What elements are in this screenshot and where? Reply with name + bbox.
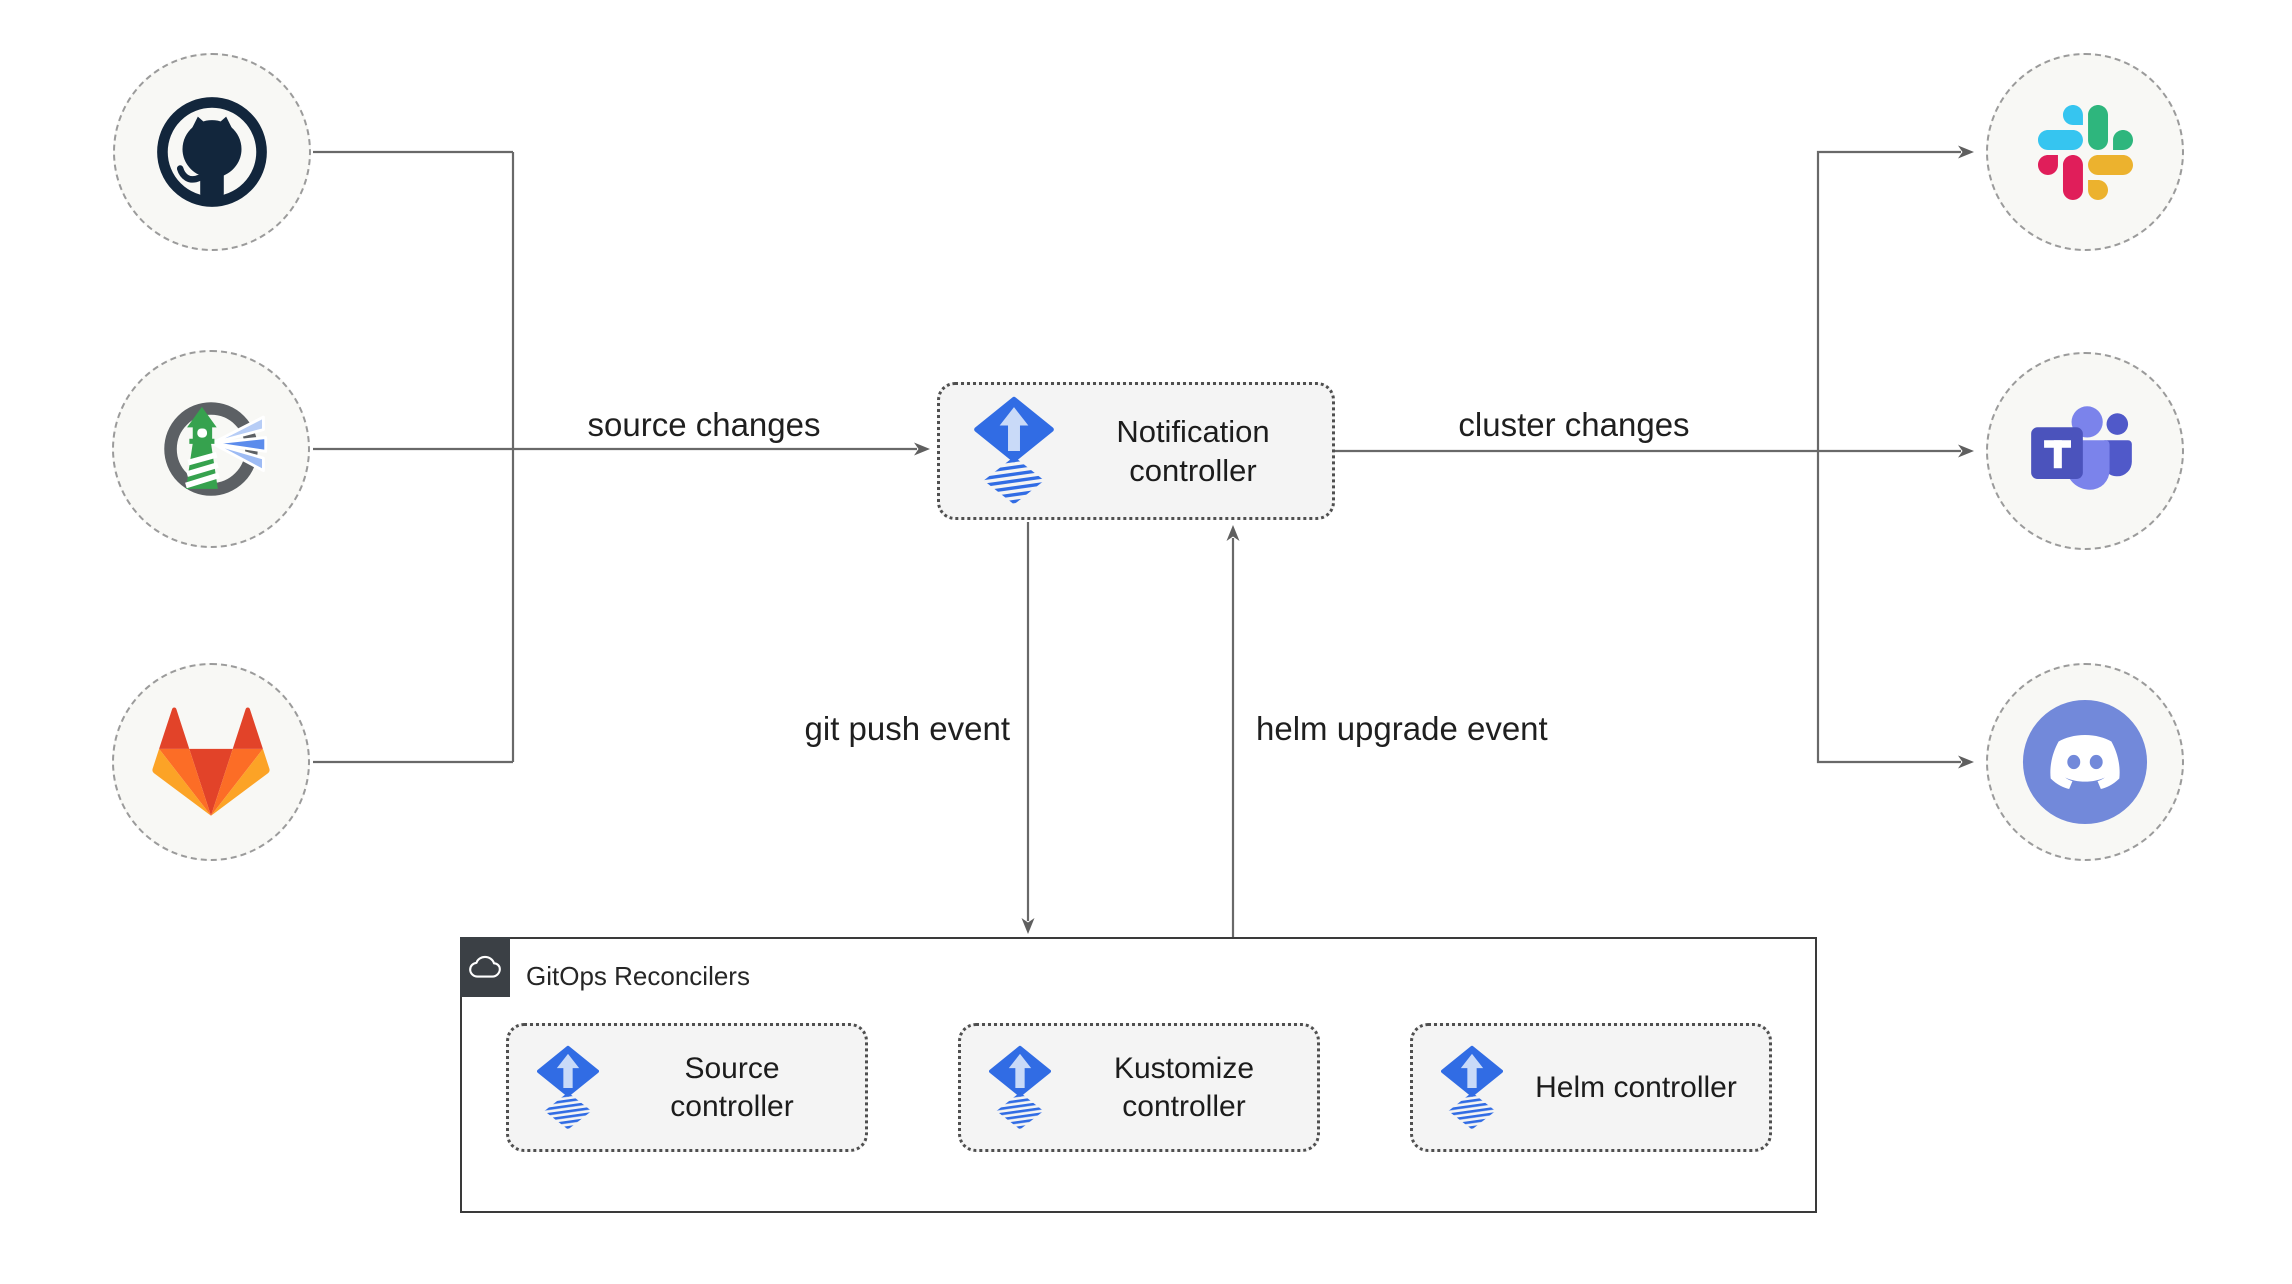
microsoft-teams-icon [2031, 406, 2132, 490]
source-controller-node: Source controller [506, 1023, 868, 1152]
helm-controller-node: Helm controller [1410, 1023, 1772, 1152]
flux-icon [974, 396, 1054, 505]
flux-icon [989, 1045, 1051, 1130]
edge-label-helm-upgrade-event: helm upgrade event [1256, 710, 1548, 747]
edge-label-cluster-changes: cluster changes [1458, 406, 1690, 443]
github-icon [157, 97, 267, 207]
edge-to-discord [1816, 451, 1974, 769]
flux-icon [1441, 1045, 1503, 1130]
gitlab-node [112, 663, 310, 861]
kustomize-controller-label: Kustomize controller [1113, 1051, 1255, 1123]
harbor-icon [164, 402, 268, 496]
discord-icon [2022, 699, 2148, 825]
github-node [113, 53, 311, 251]
discord-node [1986, 663, 2184, 861]
gitlab-icon [152, 707, 270, 816]
slack-node [1986, 53, 2184, 251]
source-controller-label: Source controller [670, 1051, 794, 1123]
slack-icon [2037, 104, 2133, 200]
kustomize-controller-node: Kustomize controller [958, 1023, 1320, 1152]
helm-controller-label: Helm controller [1535, 1070, 1737, 1104]
cloud-icon [469, 955, 501, 978]
gitops-badge [460, 937, 510, 997]
harbor-node [112, 350, 310, 548]
edge-to-slack [1816, 145, 1974, 451]
gitops-title: GitOps Reconcilers [526, 961, 750, 991]
teams-node [1986, 352, 2184, 550]
edge-label-git-push-event: git push event [804, 710, 1010, 747]
edge-label-source-changes: source changes [587, 406, 821, 443]
flux-icon [537, 1045, 599, 1130]
notification-controller-node: Notification controller [937, 382, 1335, 520]
notification-controller-label: Notification controller [1116, 414, 1270, 488]
